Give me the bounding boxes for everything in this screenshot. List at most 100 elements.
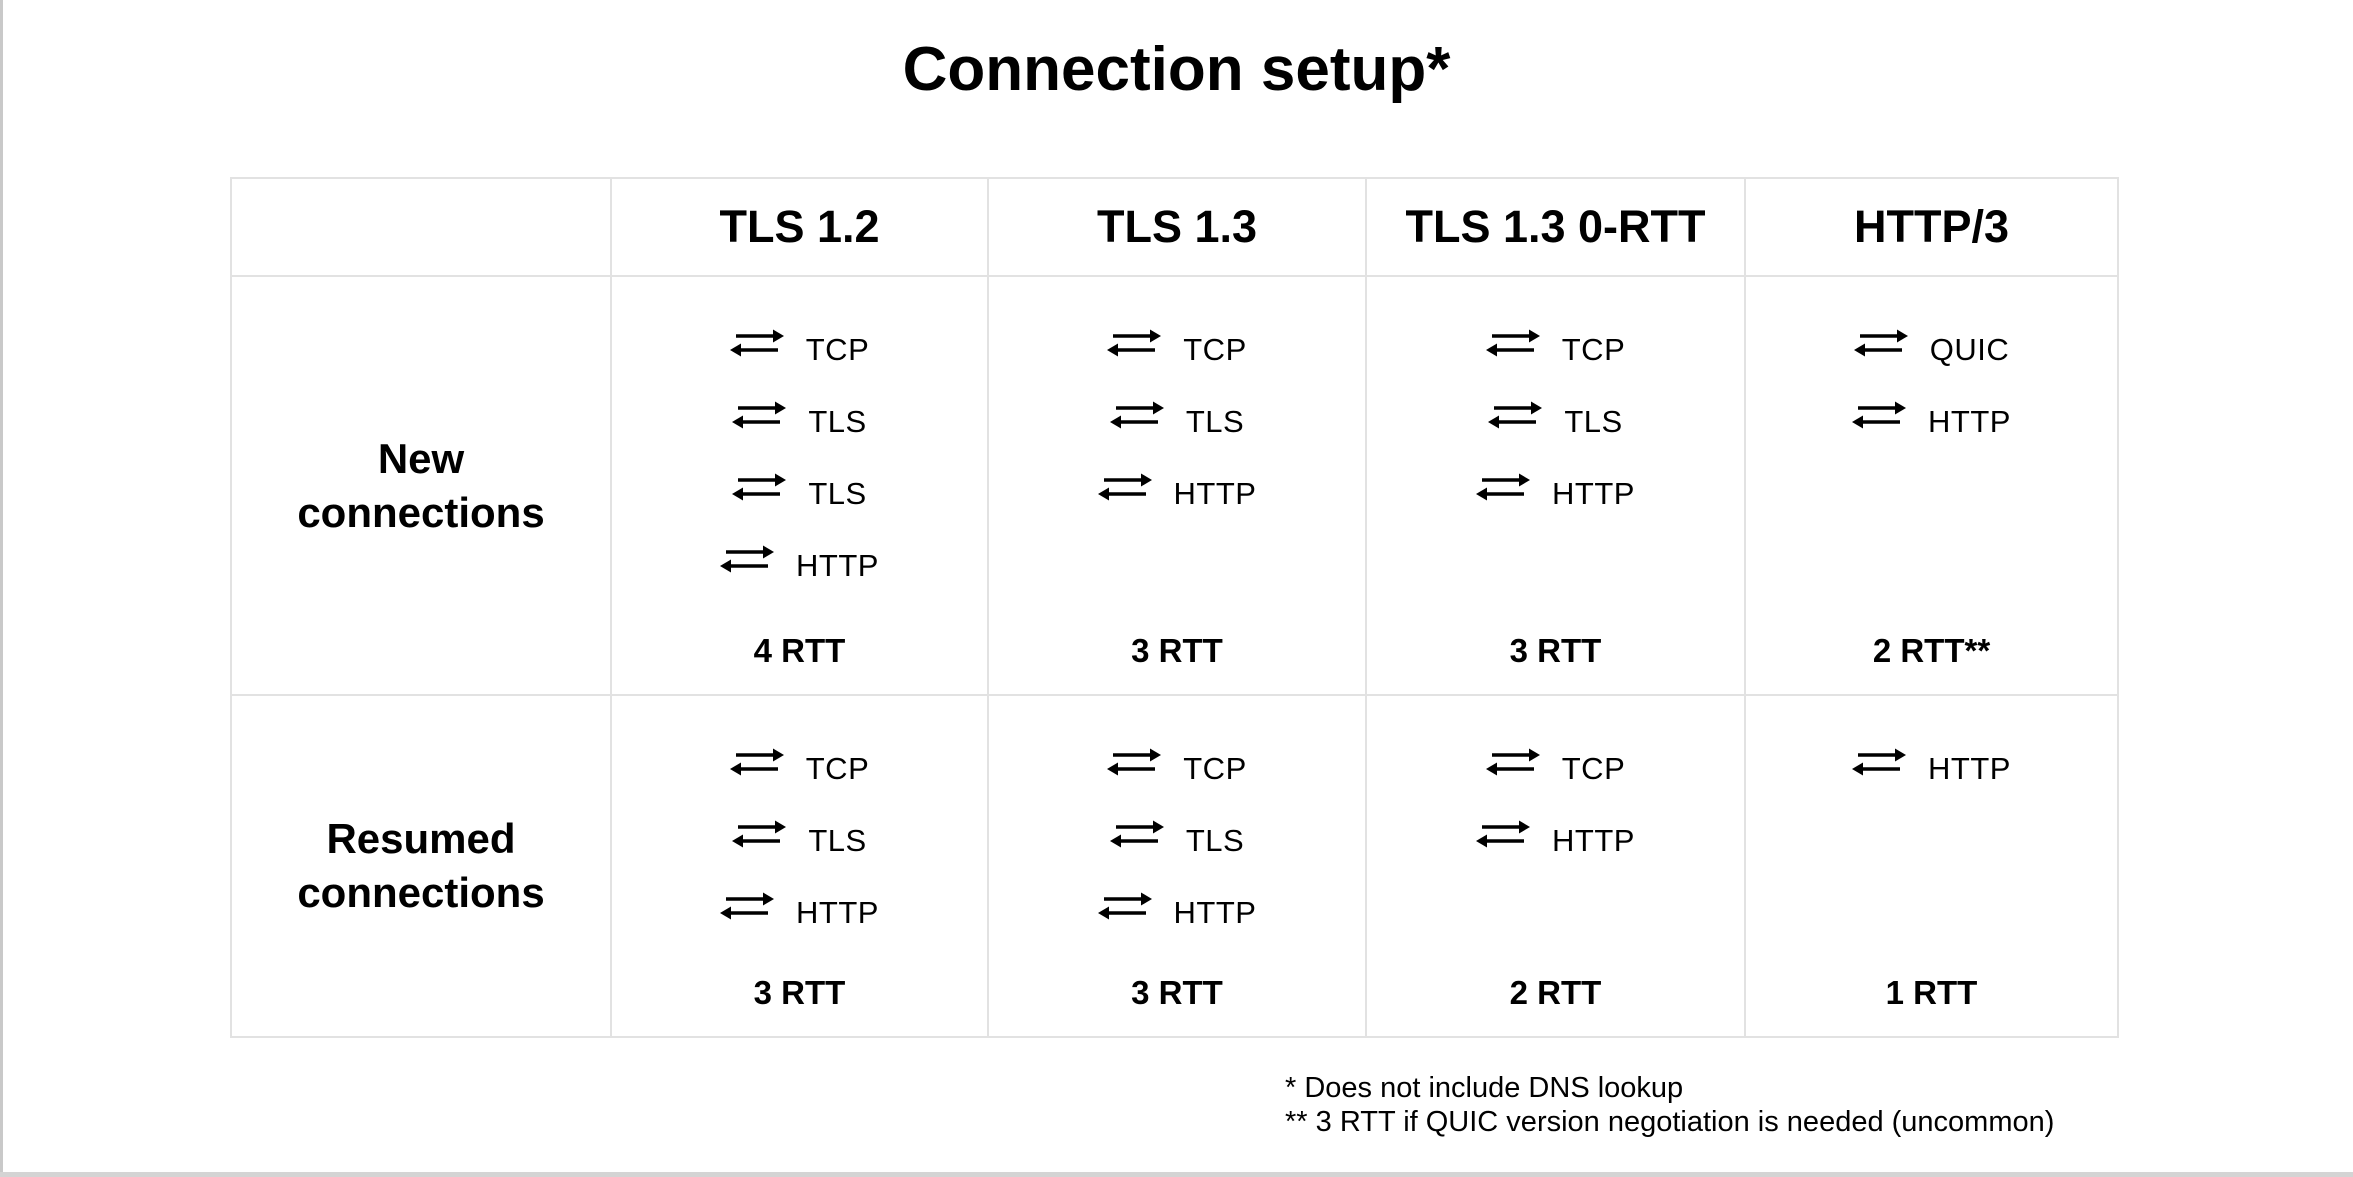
- connection-setup-table: TLS 1.2 TLS 1.3 TLS 1.3 0-RTT HTTP/3 New…: [230, 177, 2119, 1038]
- canvas-bottom-edge: [0, 1172, 2353, 1177]
- cell-new-tls-1-3: TCP TLS HTTP 3 RTT: [989, 277, 1367, 696]
- step-protocol-label: HTTP: [1173, 895, 1257, 930]
- handshake-step: TLS: [612, 451, 987, 523]
- handshake-step: TCP: [1367, 307, 1744, 379]
- step-protocol-label: TLS: [1564, 404, 1623, 439]
- round-trip-arrows-icon: [720, 892, 775, 920]
- handshake-step: HTTP: [989, 870, 1365, 942]
- footnote-quic-negotiation: ** 3 RTT if QUIC version negotiation is …: [1285, 1106, 2055, 1138]
- step-protocol-label: TCP: [1183, 332, 1247, 367]
- step-protocol-label: HTTP: [1928, 404, 2011, 439]
- round-trip-arrows-icon: [1107, 329, 1162, 357]
- footnote-dns-lookup: * Does not include DNS lookup: [1285, 1072, 1684, 1104]
- rtt-value: 2 RTT: [1509, 974, 1602, 1011]
- round-trip-arrows-icon: [1097, 892, 1152, 920]
- handshake-step: TCP: [989, 726, 1365, 798]
- handshake-steps-list: TCP TLS TLS HTTP: [612, 307, 987, 595]
- row-label-text: New connections: [297, 434, 545, 536]
- step-protocol-label: HTTP: [1552, 476, 1635, 511]
- step-protocol-label: TLS: [808, 404, 867, 439]
- step-protocol-label: HTTP: [1928, 751, 2011, 786]
- handshake-steps-list: TCP TLS HTTP: [989, 307, 1365, 523]
- cell-resumed-http3: HTTP 1 RTT: [1746, 696, 2119, 1038]
- header-corner-cell: [232, 179, 612, 277]
- step-protocol-label: TLS: [1185, 823, 1245, 858]
- column-header-tls-1-3-0rtt: TLS 1.3 0-RTT: [1367, 179, 1746, 277]
- round-trip-arrows-icon: [732, 401, 787, 429]
- handshake-step: TCP: [612, 307, 987, 379]
- handshake-steps-list: QUIC HTTP: [1746, 307, 2117, 451]
- handshake-steps-list: TCP HTTP: [1367, 726, 1744, 870]
- step-protocol-label: TCP: [1561, 332, 1626, 367]
- step-protocol-label: TLS: [808, 823, 867, 858]
- column-header-tls-1-2: TLS 1.2: [612, 179, 989, 277]
- handshake-step: TLS: [989, 379, 1365, 451]
- rtt-value: 2 RTT**: [1872, 632, 1991, 669]
- column-header-http3: HTTP/3: [1746, 179, 2119, 277]
- handshake-step: QUIC: [1746, 307, 2117, 379]
- canvas-left-edge: [0, 0, 3, 1177]
- step-protocol-label: TCP: [805, 332, 870, 367]
- row-label-text: Resumed connections: [297, 815, 545, 916]
- handshake-step: HTTP: [612, 523, 987, 595]
- step-protocol-label: TCP: [1561, 751, 1626, 786]
- handshake-steps-list: TCP TLS HTTP: [989, 726, 1365, 942]
- round-trip-arrows-icon: [1476, 473, 1531, 501]
- cell-resumed-tls-1-2: TCP TLS HTTP 3 RTT: [612, 696, 989, 1038]
- round-trip-arrows-icon: [1852, 401, 1907, 429]
- handshake-step: HTTP: [1746, 726, 2117, 798]
- round-trip-arrows-icon: [720, 545, 775, 573]
- handshake-steps-list: TCP TLS HTTP: [612, 726, 987, 942]
- row-label-new-connections: New connections: [232, 277, 612, 696]
- round-trip-arrows-icon: [1488, 401, 1543, 429]
- handshake-step: TLS: [612, 798, 987, 870]
- round-trip-arrows-icon: [1109, 401, 1164, 429]
- step-protocol-label: HTTP: [796, 895, 879, 930]
- handshake-step: TLS: [612, 379, 987, 451]
- cell-new-http3: QUIC HTTP 2 RTT**: [1746, 277, 2119, 696]
- handshake-steps-list: TCP TLS HTTP: [1367, 307, 1744, 523]
- round-trip-arrows-icon: [1107, 748, 1162, 776]
- round-trip-arrows-icon: [1853, 329, 1908, 357]
- handshake-step: HTTP: [1746, 379, 2117, 451]
- round-trip-arrows-icon: [732, 820, 787, 848]
- step-protocol-label: TCP: [805, 751, 870, 786]
- handshake-step: TCP: [1367, 726, 1744, 798]
- step-protocol-label: TLS: [808, 476, 867, 511]
- cell-resumed-tls-1-3: TCP TLS HTTP 3 RTT: [989, 696, 1367, 1038]
- cell-resumed-tls-1-3-0rtt: TCP HTTP 2 RTT: [1367, 696, 1746, 1038]
- handshake-step: TCP: [612, 726, 987, 798]
- step-protocol-label: HTTP: [796, 548, 879, 583]
- rtt-value: 3 RTT: [1131, 632, 1223, 669]
- handshake-step: HTTP: [989, 451, 1365, 523]
- rtt-value: 3 RTT: [1131, 974, 1223, 1011]
- rtt-value: 3 RTT: [1509, 632, 1602, 669]
- cell-new-tls-1-3-0rtt: TCP TLS HTTP 3 RTT: [1367, 277, 1746, 696]
- cell-new-tls-1-2: TCP TLS TLS HTTP 4 RTT: [612, 277, 989, 696]
- round-trip-arrows-icon: [1097, 473, 1152, 501]
- row-label-resumed-connections: Resumed connections: [232, 696, 612, 1038]
- handshake-step: TLS: [1367, 379, 1744, 451]
- step-protocol-label: TCP: [1183, 751, 1247, 786]
- round-trip-arrows-icon: [1852, 748, 1907, 776]
- round-trip-arrows-icon: [732, 473, 787, 501]
- round-trip-arrows-icon: [1485, 748, 1540, 776]
- rtt-value: 1 RTT: [1885, 974, 1978, 1011]
- column-header-tls-1-3: TLS 1.3: [989, 179, 1367, 277]
- step-protocol-label: QUIC: [1929, 332, 2010, 367]
- step-protocol-label: TLS: [1185, 404, 1245, 439]
- round-trip-arrows-icon: [729, 329, 784, 357]
- footnotes: * Does not include DNS lookup ** 3 RTT i…: [1285, 1071, 2054, 1139]
- handshake-step: HTTP: [1367, 451, 1744, 523]
- rtt-value: 3 RTT: [753, 974, 846, 1011]
- handshake-step: TLS: [989, 798, 1365, 870]
- handshake-step: HTTP: [612, 870, 987, 942]
- round-trip-arrows-icon: [1485, 329, 1540, 357]
- step-protocol-label: HTTP: [1173, 476, 1257, 511]
- step-protocol-label: HTTP: [1552, 823, 1635, 858]
- round-trip-arrows-icon: [1109, 820, 1164, 848]
- round-trip-arrows-icon: [729, 748, 784, 776]
- handshake-steps-list: HTTP: [1746, 726, 2117, 798]
- slide-title: Connection setup*: [902, 35, 1451, 104]
